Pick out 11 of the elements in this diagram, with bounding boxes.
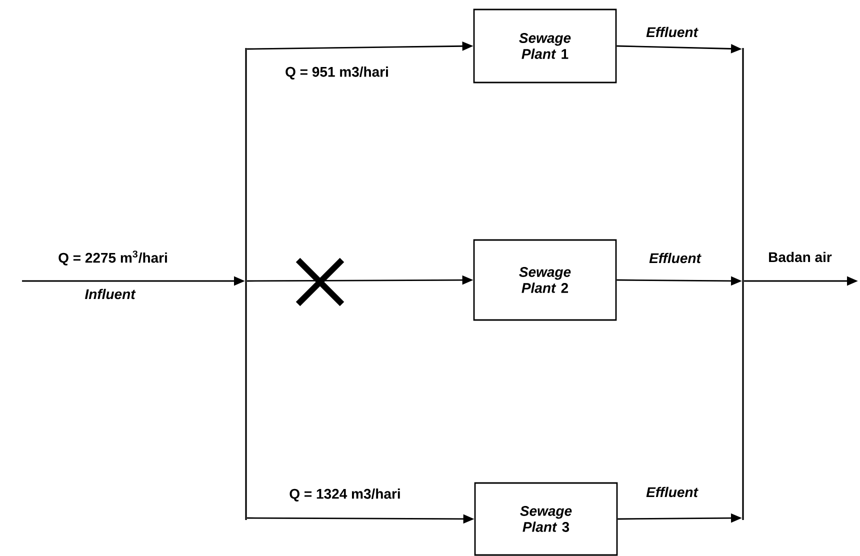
edge-label: Influent	[84, 288, 136, 300]
process-box: Sewage Plant 3	[474, 482, 618, 556]
flow-label: Q = 2275 m$^{3}$/hari	[58, 250, 167, 266]
edge-label: Effluent	[649, 252, 702, 264]
edge-label: Q = 951 m3/hari	[286, 66, 388, 80]
edge-label: Q = 1324 m3/hari	[290, 488, 400, 502]
process-box: Sewage Plant 2	[473, 239, 617, 321]
edge-label: Effluent	[646, 486, 698, 498]
edge-label: Badan air	[769, 252, 832, 262]
edge-label: Effluent	[646, 26, 698, 38]
process-box: Sewage Plant 1	[473, 8, 617, 84]
